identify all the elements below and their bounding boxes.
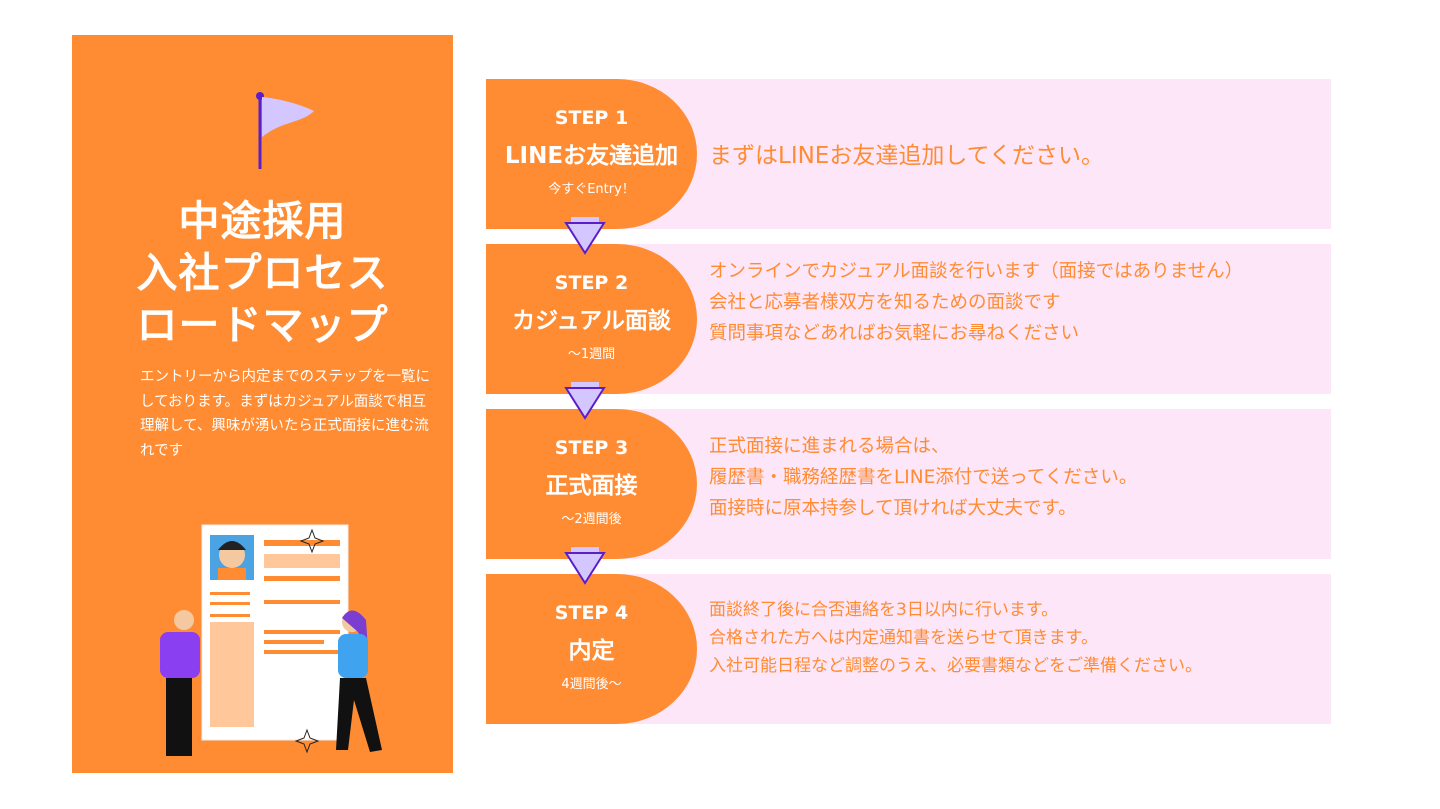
arrow-down-icon: [564, 547, 606, 585]
step-timing: 4週間後～: [561, 677, 622, 692]
step-name: カジュアル面談: [512, 308, 671, 334]
description-line: 質問事項などあればお気軽にお尋ねください: [709, 323, 1080, 344]
step-row-4: STEP 4 内定 4週間後～ 面談終了後に合否連絡を3日以内に行います。 合格…: [486, 574, 1331, 724]
step-badge: STEP 4 内定 4週間後～: [486, 574, 697, 724]
step-name: 内定: [568, 638, 615, 664]
step-description: 正式面接に進まれる場合は、 履歴書・職務経歴書をLINE添付で送ってください。 …: [709, 431, 1137, 524]
arrow-down-icon: [564, 382, 606, 420]
title-line: ロードマップ: [136, 301, 389, 349]
description-line: 会社と応募者様双方を知るための面談です: [709, 292, 1061, 313]
arrow-down-icon: [564, 217, 606, 255]
step-description: まずはLINEお友達追加してください。: [709, 141, 1104, 172]
step-name: 正式面接: [545, 473, 638, 499]
title-line: 入社プロセス: [136, 249, 389, 297]
description-line: 入社可能日程など調整のうえ、必要書類などをご準備ください。: [709, 656, 1202, 676]
step-badge: STEP 3 正式面接 ～2週間後: [486, 409, 697, 559]
step-row-1: STEP 1 LINEお友達追加 今すぐEntry！ まずはLINEお友達追加し…: [486, 79, 1331, 229]
description-line: 履歴書・職務経歴書をLINE添付で送ってください。: [709, 467, 1138, 488]
description-line: 合格された方へは内定通知書を送らせて頂きます。: [709, 628, 1098, 648]
step-timing: 今すぐEntry！: [548, 182, 635, 197]
step-timing: ～2週間後: [561, 512, 622, 527]
description-line: 面接時に原本持参して頂ければ大丈夫です。: [709, 498, 1077, 519]
description-line: まずはLINEお友達追加してください。: [709, 143, 1104, 169]
step-description: オンラインでカジュアル面談を行います（面接ではありません） 会社と応募者様双方を…: [709, 256, 1243, 349]
step-number: STEP 3: [554, 437, 629, 459]
description-line: 正式面接に進まれる場合は、: [709, 436, 950, 457]
step-row-2: STEP 2 カジュアル面談 ～1週間 オンラインでカジュアル面談を行います（面…: [486, 244, 1331, 394]
description-line: 面談終了後に合否連絡を3日以内に行います。: [709, 600, 1059, 620]
step-description: 面談終了後に合否連絡を3日以内に行います。 合格された方へは内定通知書を送らせて…: [709, 596, 1202, 680]
description-line: オンラインでカジュアル面談を行います（面接ではありません）: [709, 261, 1244, 282]
step-number: STEP 4: [554, 602, 629, 624]
resume-illustration: [160, 524, 382, 756]
page-title: 中途採用 入社プロセス ロードマップ: [72, 195, 453, 351]
left-panel: 中途採用 入社プロセス ロードマップ エントリーから内定までのステップを一覧にし…: [72, 35, 453, 773]
step-badge: STEP 1 LINEお友達追加 今すぐEntry！: [486, 79, 697, 229]
description: エントリーから内定までのステップを一覧にしております。まずはカジュアル面談で相互…: [140, 369, 430, 459]
step-number: STEP 1: [554, 107, 629, 129]
step-badge: STEP 2 カジュアル面談 ～1週間: [486, 244, 697, 394]
step-timing: ～1週間: [567, 347, 616, 362]
flag-icon: [256, 92, 314, 169]
step-name: LINEお友達追加: [504, 143, 679, 169]
step-row-3: STEP 3 正式面接 ～2週間後 正式面接に進まれる場合は、 履歴書・職務経歴…: [486, 409, 1331, 559]
title-line: 中途採用: [178, 197, 347, 245]
step-number: STEP 2: [554, 272, 629, 294]
